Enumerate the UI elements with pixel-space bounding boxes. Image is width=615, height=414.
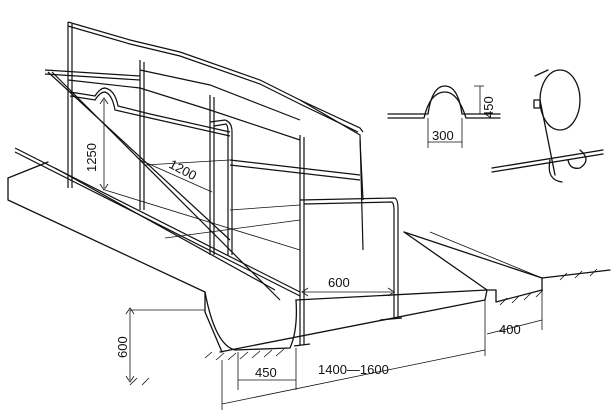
clamp-detail — [491, 69, 604, 183]
dim-loop-width: 300 — [432, 128, 454, 143]
dim-gutter-width: 400 — [499, 322, 521, 337]
pipe-frame — [14, 21, 403, 347]
dim-rail-height: 1250 — [84, 143, 99, 172]
loop-detail — [387, 85, 501, 148]
dim-platform-length: 1400—1600 — [318, 362, 389, 377]
dim-divider-length: 600 — [328, 275, 350, 290]
dim-trough-depth: 600 — [115, 336, 130, 358]
dimension-lines — [99, 97, 543, 410]
ground-platform — [7, 161, 611, 386]
dim-trough-width: 450 — [255, 365, 277, 380]
dim-loop-height: 450 — [481, 96, 496, 118]
